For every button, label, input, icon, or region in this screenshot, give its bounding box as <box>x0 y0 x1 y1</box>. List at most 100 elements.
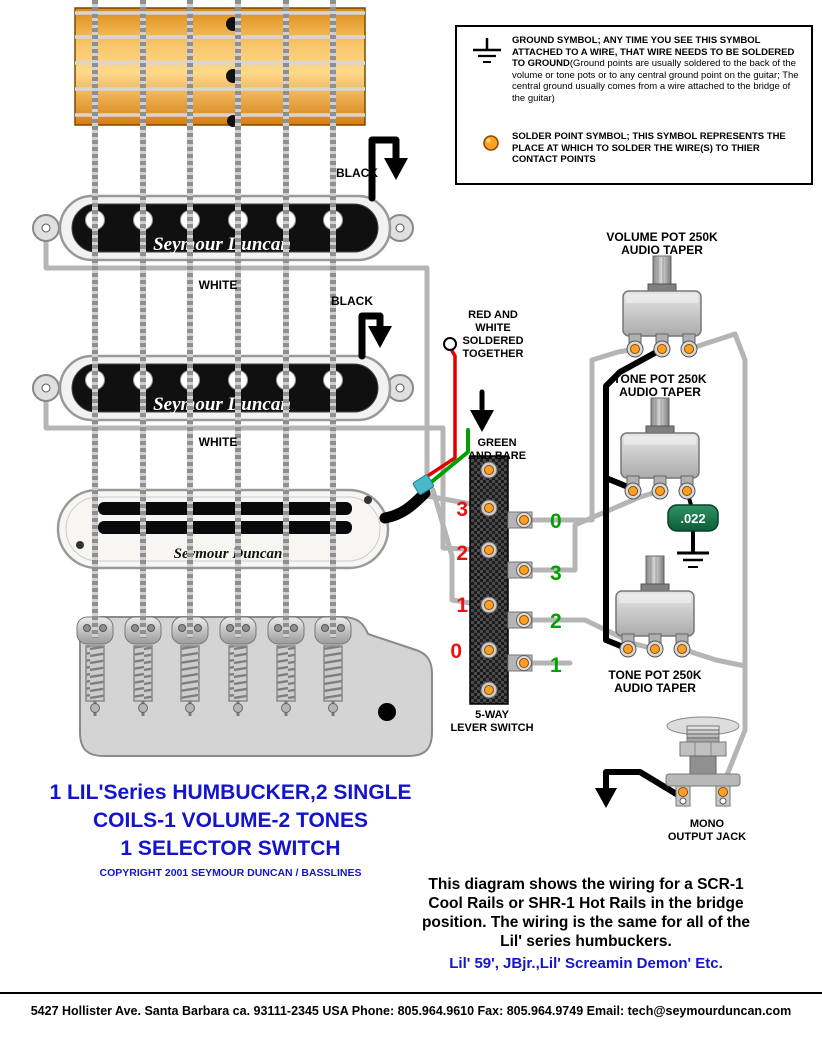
legend-ground-bold: GROUND SYMBOL; ANY TIME YOU SEE THIS SYM… <box>512 35 795 69</box>
legend-ground-normal: (Ground points are usually soldered to t… <box>512 58 799 104</box>
solder-junction <box>443 337 457 351</box>
red-white-label: RED AND <box>468 309 518 321</box>
tone-pot-2-label: AUDIO TAPER <box>614 681 696 695</box>
ground-arrow-neck <box>384 158 408 180</box>
bridge-humbucker: Seymour Duncan <box>56 488 390 570</box>
screw-hole <box>76 541 84 549</box>
signal-wires-gray <box>430 331 748 783</box>
wire-neck-black <box>368 136 400 202</box>
title-line-3: 1 SELECTOR SWITCH <box>120 837 341 860</box>
pot-collar <box>647 283 677 292</box>
mounting-hole <box>41 383 51 393</box>
capacitor: .022 <box>667 504 719 568</box>
output-jack: MONO OUTPUT JACK <box>665 716 746 843</box>
middle-pickup: Seymour Duncan <box>32 354 414 422</box>
wire-switch-to-tone1 <box>525 488 663 573</box>
neck-pickup-logo: Seymour Duncan <box>153 234 291 255</box>
capacitor-body <box>667 504 719 532</box>
tone-pot-1: TONE POT 250K AUDIO TAPER <box>613 372 707 500</box>
pot-lugs <box>624 475 696 500</box>
title-line-2: COILS-1 VOLUME-2 TONES <box>93 809 368 832</box>
pot-highlight <box>624 436 696 445</box>
guitar-strings <box>92 0 336 638</box>
jack-body <box>689 755 717 775</box>
mounting-hole <box>395 383 405 393</box>
switch-right-lugs <box>507 511 533 672</box>
mounting-hole <box>41 223 51 233</box>
solder-point-icon <box>483 135 499 151</box>
switch-number-left: 0 <box>450 640 462 663</box>
middle-pickup-logo: Seymour Duncan <box>153 394 291 415</box>
switch-number-left: 3 <box>456 498 468 521</box>
humbucker-rail <box>98 502 352 515</box>
legend-box: GROUND SYMBOL; ANY TIME YOU SEE THIS SYM… <box>455 25 813 185</box>
solder-point <box>678 787 688 797</box>
legend-ground-text: GROUND SYMBOL; ANY TIME YOU SEE THIS SYM… <box>512 35 806 104</box>
note-block: This diagram shows the wiring for a SCR-… <box>408 875 764 973</box>
neck-pickup: Seymour Duncan <box>32 194 414 262</box>
wire-ground-bus <box>603 346 665 652</box>
switch-left-lugs <box>480 461 498 699</box>
humbucker-leads <box>412 337 470 495</box>
switch-number-right: 2 <box>550 610 562 633</box>
switch-label: LEVER SWITCH <box>450 722 533 734</box>
ground-arrow-jack <box>595 788 617 808</box>
jack-nut <box>679 741 727 757</box>
pot-lugs <box>626 333 698 358</box>
note-line: Lil' series humbuckers. <box>500 933 672 950</box>
switch-number-left: 2 <box>456 542 468 565</box>
green-bare-label: GREEN <box>477 437 516 449</box>
ground-arrowheads <box>368 158 617 808</box>
pot-collar <box>645 425 675 434</box>
capacitor-value: .022 <box>680 511 705 526</box>
ground-arrow-middle <box>368 326 392 348</box>
solder-point <box>718 787 728 797</box>
neck-white-label: WHITE <box>199 278 238 292</box>
note-line: This diagram shows the wiring for a SCR-… <box>428 876 744 893</box>
note-line: Cool Rails or SHR-1 Hot Rails in the bri… <box>428 895 744 912</box>
switch-body <box>469 455 509 705</box>
wire-text-labels: BLACK WHITE BLACK WHITE RED AND WHITE SO… <box>199 166 526 462</box>
ground-symbol <box>677 551 709 568</box>
mounting-hole <box>395 223 405 233</box>
red-white-label: SOLDERED <box>462 335 523 347</box>
wire-middle-black <box>358 312 384 360</box>
legend-solder-bold: SOLDER POINT SYMBOL; THIS SYMBOL REPRESE… <box>512 131 786 165</box>
bridge-assembly <box>76 616 433 757</box>
five-way-switch: 3 2 1 0 0 3 2 1 5-WAY LEVER SWITCH <box>450 455 562 734</box>
jack-plate <box>665 773 741 787</box>
wire-bridge-hot <box>430 487 485 608</box>
switch-number-right: 3 <box>550 562 562 585</box>
switch-label: 5-WAY <box>475 709 509 721</box>
ground-arrow-green-bare <box>470 410 494 432</box>
bridge-hole <box>378 703 396 721</box>
tone-pot-2: TONE POT 250K AUDIO TAPER <box>608 555 702 695</box>
wire-tone2-to-jack <box>679 646 748 669</box>
bridge-saddles <box>76 616 352 716</box>
note-models-line: Lil' 59', JBjr.,Lil' Screamin Demon' Etc… <box>449 955 723 972</box>
frets <box>75 11 365 117</box>
green-bare-label: AND BARE <box>468 450 526 462</box>
screw-hole <box>364 496 372 504</box>
switch-number-right: 1 <box>550 654 562 677</box>
note-line: position. The wiring is the same for all… <box>421 914 751 931</box>
switch-number-right: 0 <box>550 510 562 533</box>
wire-green <box>427 428 470 486</box>
footer-contact-text: 5427 Hollister Ave. Santa Barbara ca. 93… <box>30 1004 792 1018</box>
saddle <box>171 616 209 716</box>
pot-collar <box>640 583 670 592</box>
humbucker-rail <box>98 521 352 534</box>
legend-solder-text: SOLDER POINT SYMBOL; THIS SYMBOL REPRESE… <box>512 131 806 166</box>
middle-white-label: WHITE <box>199 435 238 449</box>
bridge-pickup-logo: Seymour Duncan <box>174 546 283 562</box>
title-line-1: 1 LIL'Series HUMBUCKER,2 SINGLE <box>49 781 412 804</box>
wire-volume-to-jack <box>686 331 748 783</box>
wire-jack-ground <box>603 769 681 798</box>
tone-pot-2-label: TONE POT 250K <box>608 668 701 682</box>
volume-pot-label: AUDIO TAPER <box>621 243 703 257</box>
switch-number-left: 1 <box>456 594 468 617</box>
tone-pot-1-label: AUDIO TAPER <box>619 385 701 399</box>
wire-switch-to-volume <box>525 346 638 523</box>
